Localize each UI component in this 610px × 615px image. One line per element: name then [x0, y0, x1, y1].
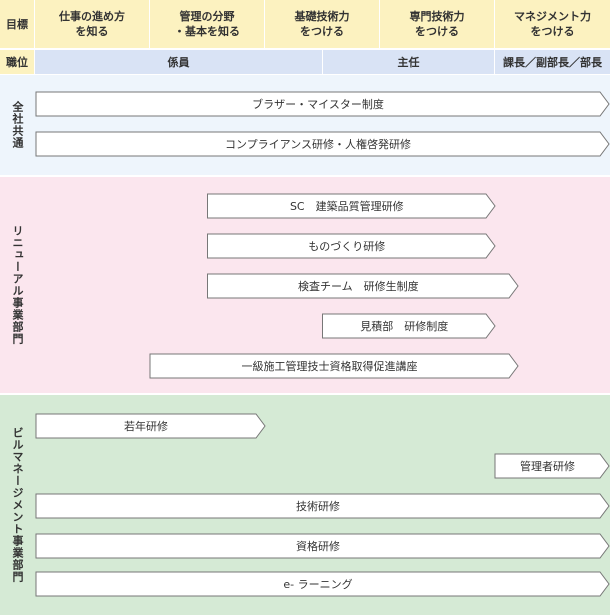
arrow-shape [149, 353, 519, 379]
arrow-shape [35, 493, 610, 519]
arrow-shape [322, 313, 496, 339]
program-label: 資格研修 [296, 539, 340, 553]
program-label: 検査チーム 研修生制度 [298, 279, 419, 293]
program-arrow: e- ラーニング [35, 571, 610, 597]
header-column: 仕事の進め方 を知る [35, 0, 149, 48]
program-label: 技術研修 [296, 499, 340, 513]
program-arrow: SC 建築品質管理研修 [207, 193, 496, 219]
program-arrow: ブラザー・マイスター制度 [35, 91, 610, 117]
program-label: 一級施工管理技士資格取得促進講座 [242, 359, 418, 373]
header-column: 管理の分野 ・基本を知る [150, 0, 264, 48]
position-staff: 係員 [35, 50, 322, 74]
program-arrow: 若年研修 [35, 413, 266, 439]
arrow-shape [35, 131, 610, 157]
header-column: 専門技術力 をつける [380, 0, 494, 48]
program-arrow: 技術研修 [35, 493, 610, 519]
program-label: 管理者研修 [520, 459, 575, 473]
program-label: e- ラーニング [283, 577, 352, 591]
arrow-shape [35, 413, 266, 439]
program-arrow: 一級施工管理技士資格取得促進講座 [149, 353, 519, 379]
arrow-shape [207, 193, 496, 219]
arrow-shape [35, 91, 610, 117]
program-label: ものづくり研修 [308, 239, 385, 253]
section-label-common: 全社共通 [11, 101, 24, 149]
position-manager: 課長／副部長／部長 [495, 50, 610, 74]
program-arrow: 検査チーム 研修生制度 [207, 273, 519, 299]
program-arrow: ものづくり研修 [207, 233, 496, 259]
position-chief: 主任 [323, 50, 494, 74]
program-arrow: コンプライアンス研修・人権啓発研修 [35, 131, 610, 157]
arrow-shape [35, 571, 610, 597]
program-arrow: 管理者研修 [494, 453, 610, 479]
arrow-shape [207, 233, 496, 259]
arrow-shape [35, 533, 610, 559]
program-label: 若年研修 [124, 419, 168, 433]
arrow-shape [207, 273, 519, 299]
program-arrow: 見積部 研修制度 [322, 313, 496, 339]
program-label: SC 建築品質管理研修 [290, 199, 404, 213]
section-label-renewal: リニューアル事業部門 [11, 225, 24, 345]
arrow-shape [494, 453, 610, 479]
header-column: 基礎技術力 をつける [265, 0, 379, 48]
position-label: 職位 [0, 50, 34, 74]
section-label-building: ビルマネージメント事業部門 [11, 427, 24, 583]
program-label: コンプライアンス研修・人権啓発研修 [225, 137, 411, 151]
program-label: ブラザー・マイスター制度 [252, 97, 384, 111]
header-goal-label: 目標 [0, 0, 34, 48]
program-arrow: 資格研修 [35, 533, 610, 559]
header-column: マネジメント力 をつける [495, 0, 610, 48]
program-label: 見積部 研修制度 [360, 319, 448, 333]
